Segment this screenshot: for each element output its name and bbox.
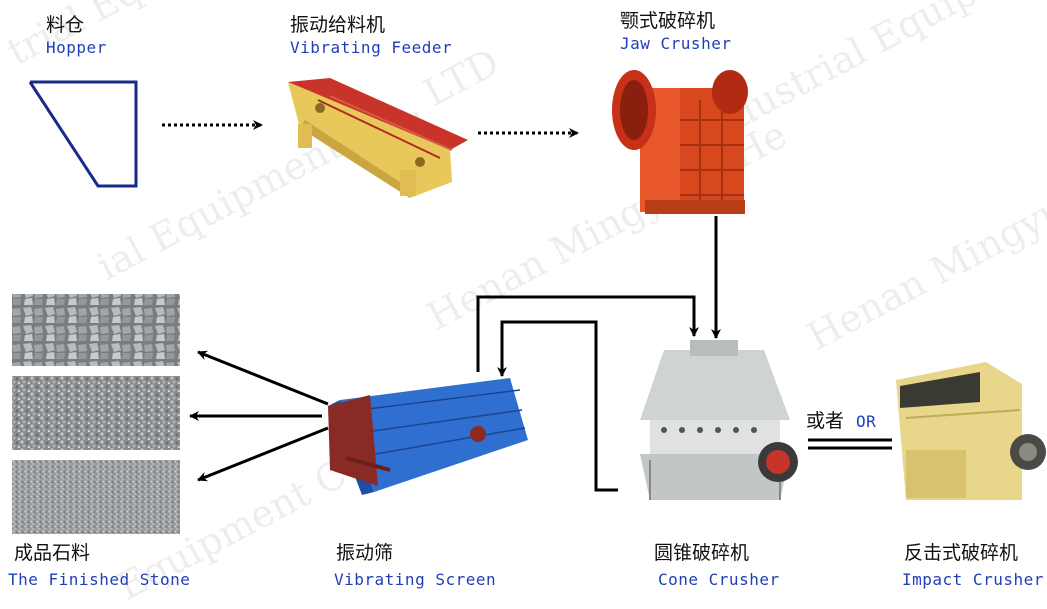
jaw-label-zh: 颚式破碎机: [620, 10, 716, 32]
coarse-stone-image: [12, 294, 180, 366]
vibrating-feeder-image: [288, 78, 468, 198]
cone-crusher-image: [640, 340, 798, 500]
hopper-drawing: [28, 80, 138, 188]
return-loop-arrow: [476, 295, 699, 372]
medium-stone-image: [12, 376, 180, 450]
screen-label-en: Vibrating Screen: [334, 570, 497, 589]
output-arrow: [197, 350, 329, 406]
feed-back-arrow: [497, 320, 618, 492]
or-label-en: OR: [856, 412, 877, 431]
flow-diagram: [12, 70, 1046, 534]
impact-label-zh: 反击式破碎机: [904, 542, 1019, 564]
output-arrow: [197, 426, 329, 482]
hopper-label-en: Hopper: [46, 38, 107, 57]
cone-label-en: Cone Crusher: [658, 570, 780, 589]
stone-label-en: The Finished Stone: [8, 570, 191, 589]
or-label-zh: 或者: [806, 410, 845, 432]
impact-crusher-image: [896, 362, 1046, 500]
fine-stone-image: [12, 460, 180, 534]
cone-label-zh: 圆锥破碎机: [654, 542, 750, 564]
feeder-label-zh: 振动给料机: [290, 14, 386, 36]
feeder-label-en: Vibrating Feeder: [290, 38, 453, 57]
stone-label-zh: 成品石料: [14, 542, 91, 564]
jaw-crusher-image: [612, 70, 748, 214]
hopper-label-zh: 料仓: [46, 14, 85, 36]
impact-label-en: Impact Crusher: [902, 570, 1044, 589]
vibrating-screen-image: [328, 378, 528, 495]
screen-label-zh: 振动筛: [336, 542, 394, 564]
jaw-label-en: Jaw Crusher: [620, 34, 732, 53]
